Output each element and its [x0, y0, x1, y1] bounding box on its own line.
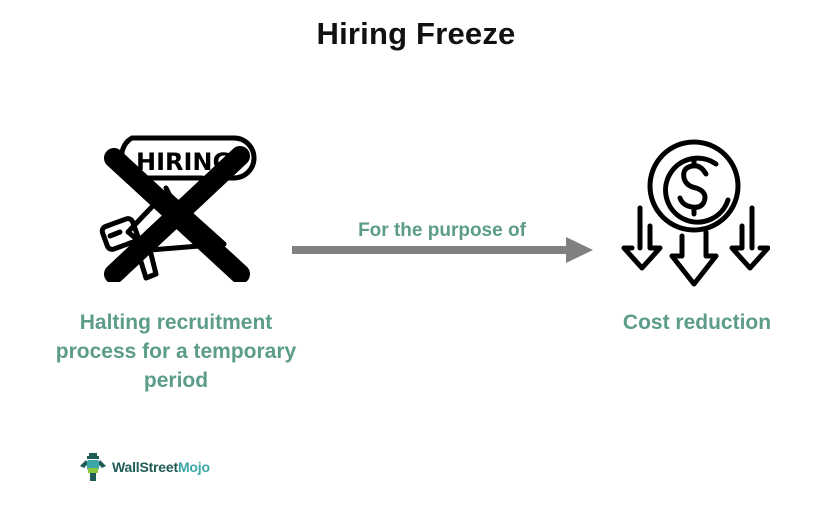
- left-caption-line-2: process for a temporary: [55, 340, 297, 363]
- right-caption: Cost reduction: [622, 311, 772, 334]
- diagram-title: Hiring Freeze: [316, 16, 516, 51]
- connector-label: For the purpose of: [358, 220, 526, 241]
- left-caption: Halting recruitment process for a tempor…: [40, 308, 312, 395]
- dollar-coin-down-arrows-icon: [621, 139, 770, 287]
- logo-mascot-icon: [80, 453, 106, 481]
- left-caption-line-1: Halting recruitment: [79, 311, 273, 334]
- logo-text: WallStreetMojo: [112, 459, 210, 475]
- left-caption-line-3: period: [143, 369, 209, 392]
- wallstreetmojo-logo: WallStreetMojo: [78, 452, 210, 482]
- hiring-megaphone-crossed-icon: HIRING: [99, 135, 257, 282]
- arrow-right-icon: [292, 237, 593, 263]
